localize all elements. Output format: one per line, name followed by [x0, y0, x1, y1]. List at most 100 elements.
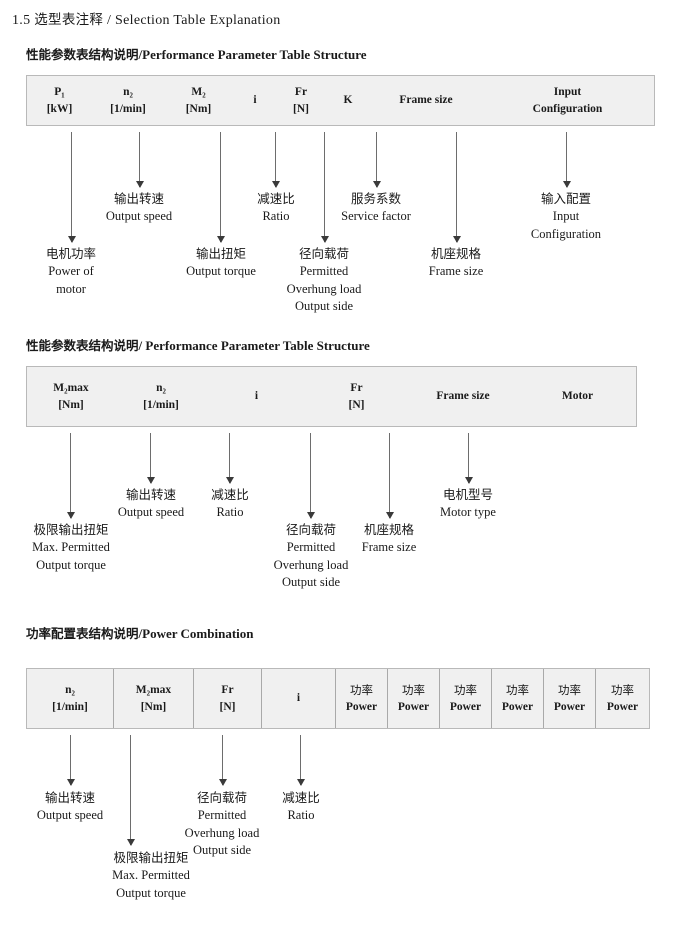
- table2-col-motor-top: Motor: [561, 390, 594, 403]
- caption-ratio: 减速比 Ratio: [257, 190, 295, 226]
- table1-col-input-configuration: Input Configuration: [481, 76, 654, 125]
- caption-frame-size-2-en: Frame size: [361, 539, 417, 554]
- performance-parameter-table-1: P₁ [kW] n₂ [1/min] M₂ [Nm] i Fr [N] K Fr…: [26, 75, 655, 126]
- section-3-heading-en: Power Combination: [142, 626, 254, 641]
- caption-ratio-3-cn: 减速比: [282, 790, 320, 805]
- caption-output-torque-cn: 输出扭矩: [195, 246, 247, 261]
- caption-power-of-motor-en2: motor: [56, 281, 86, 296]
- caption-input-configuration-cn: 输入配置: [540, 191, 592, 206]
- table1-col-frame-size-top: Frame size: [399, 94, 453, 107]
- caption-permitted-overhung-load-3: 径向载荷 Permitted Overhung load Output side: [185, 789, 260, 860]
- table1-col-m2-unit: [Nm]: [185, 102, 212, 115]
- page-title: 1.5 选型表注释 / Selection Table Explanation: [12, 8, 281, 29]
- table1-col-input-configuration-top: Input: [553, 85, 582, 98]
- table3-col-power-2: 功率 Power: [387, 669, 439, 728]
- table2-col-m2max: M₂max [Nm]: [27, 367, 115, 426]
- table3-col-n2-unit: [1/min]: [52, 700, 88, 713]
- caption-output-speed-cn: 输出转速: [113, 191, 164, 206]
- arrow-to-ratio: [271, 132, 280, 188]
- section-2-heading-cn: 性能参数表结构说明: [26, 338, 139, 353]
- caption-output-speed-3-cn: 输出转速: [44, 790, 95, 805]
- arrow-to-power-of-motor: [67, 132, 76, 243]
- caption-permitted-overhung-load-en1: Permitted: [299, 263, 349, 278]
- table2-col-m2max-unit: [Nm]: [58, 398, 84, 411]
- table3-col-power-5: 功率 Power: [543, 669, 595, 728]
- table3-col-power-3-en: Power: [449, 700, 482, 713]
- caption-ratio-cn: 减速比: [257, 191, 295, 206]
- table3-col-power-6-cn: 功率: [611, 682, 634, 697]
- caption-permitted-overhung-load: 径向载荷 Permitted Overhung load Output side: [287, 245, 362, 316]
- caption-max-permitted-output-torque-3: 极限输出扭矩 Max. Permitted Output torque: [112, 849, 190, 902]
- caption-frame-size-en: Frame size: [428, 263, 484, 278]
- caption-input-configuration-en2: Configuration: [530, 226, 602, 241]
- table3-col-m2max: M₂max [Nm]: [113, 669, 193, 728]
- arrow-to-output-speed: [135, 132, 144, 188]
- arrow-to-permitted-overhung-load: [320, 132, 329, 243]
- table1-col-i-top: i: [253, 94, 257, 107]
- arrow-to-output-torque: [216, 132, 225, 243]
- caption-motor-type: 电机型号 Motor type: [440, 486, 496, 522]
- table3-col-power-2-en: Power: [397, 700, 430, 713]
- caption-ratio-3: 减速比 Ratio: [282, 789, 320, 825]
- caption-output-speed-2-cn: 输出转速: [125, 487, 176, 502]
- table1-col-k: K: [325, 76, 371, 125]
- table3-col-n2-top: n₂: [65, 683, 75, 696]
- caption-output-speed-3-en: Output speed: [36, 807, 104, 822]
- table1-col-n2-top: n₂: [123, 85, 133, 98]
- caption-output-speed-2: 输出转速 Output speed: [118, 486, 184, 522]
- caption-service-factor-en: Service factor: [341, 208, 411, 223]
- section-2-heading: 性能参数表结构说明/ Performance Parameter Table S…: [26, 335, 370, 354]
- table1-col-p1: P₁ [kW]: [27, 76, 92, 125]
- caption-power-of-motor: 电机功率 Power of motor: [46, 245, 96, 298]
- section-3-heading-cn: 功率配置表结构说明: [26, 626, 139, 641]
- section-1-heading-separator: /: [138, 47, 143, 62]
- arrow-to-output-speed-2: [146, 433, 155, 484]
- table1-col-fr-top: Fr: [294, 85, 308, 98]
- arrow-to-max-permitted-output-torque-3: [126, 735, 135, 846]
- caption-permitted-overhung-load-3-cn: 径向载荷: [196, 790, 248, 805]
- caption-max-permitted-output-torque-3-cn: 极限输出扭矩: [113, 850, 189, 865]
- table2-col-n2-unit: [1/min]: [143, 398, 179, 411]
- table1-col-fr: Fr [N]: [277, 76, 325, 125]
- caption-ratio-en: Ratio: [262, 208, 290, 223]
- caption-power-of-motor-en1: Power of: [48, 263, 94, 278]
- table1-col-n2-unit: [1/min]: [110, 102, 146, 115]
- table3-col-power-4-en: Power: [501, 700, 534, 713]
- table3-col-power-3: 功率 Power: [439, 669, 491, 728]
- caption-output-speed-2-en: Output speed: [117, 504, 185, 519]
- table1-col-fr-unit: [N]: [293, 102, 309, 115]
- arrow-to-ratio-2: [225, 433, 234, 484]
- table1-col-k-top: K: [343, 94, 353, 107]
- table1-col-input-configuration-bottom: Configuration: [532, 102, 603, 115]
- table2-col-n2: n₂ [1/min]: [115, 367, 207, 426]
- caption-service-factor: 服务系数 Service factor: [341, 190, 411, 226]
- section-2-heading-separator: /: [138, 338, 143, 353]
- table1-col-m2: M₂ [Nm]: [164, 76, 233, 125]
- table2-col-fr-top: Fr: [350, 381, 363, 394]
- table1-col-n2: n₂ [1/min]: [92, 76, 164, 125]
- table2-col-fr-unit: [N]: [348, 398, 365, 411]
- table3-col-fr-unit: [N]: [219, 700, 236, 713]
- table2-col-frame-size-top: Frame size: [436, 390, 490, 403]
- arrow-to-output-speed-3: [66, 735, 75, 786]
- table1-col-frame-size: Frame size: [371, 76, 481, 125]
- table3-col-i-top: i: [296, 692, 301, 705]
- arrow-to-motor-type: [464, 433, 473, 484]
- caption-motor-type-en: Motor type: [440, 504, 496, 519]
- section-1-heading: 性能参数表结构说明/Performance Parameter Table St…: [26, 44, 367, 63]
- caption-max-permitted-output-torque-en1: Max. Permitted: [32, 539, 110, 554]
- page-title-separator: /: [107, 13, 112, 28]
- section-1-heading-en: Performance Parameter Table Structure: [142, 47, 367, 62]
- table3-col-fr: Fr [N]: [193, 669, 261, 728]
- table2-col-motor: Motor: [519, 367, 636, 426]
- page-title-cn: 选型表注释: [34, 12, 104, 28]
- table1-col-p1-top: P₁: [54, 85, 65, 98]
- caption-permitted-overhung-load-3-en1: Permitted: [197, 807, 247, 822]
- performance-parameter-table-2: M₂max [Nm] n₂ [1/min] i Fr [N] Frame siz…: [26, 366, 637, 427]
- table3-col-power-5-cn: 功率: [558, 682, 581, 697]
- table3-col-power-5-en: Power: [553, 700, 586, 713]
- table2-col-i: i: [207, 367, 306, 426]
- caption-permitted-overhung-load-2: 径向载荷 Permitted Overhung load Output side: [274, 521, 349, 592]
- arrow-to-permitted-overhung-load-3: [218, 735, 227, 786]
- caption-output-torque: 输出扭矩 Output torque: [186, 245, 256, 281]
